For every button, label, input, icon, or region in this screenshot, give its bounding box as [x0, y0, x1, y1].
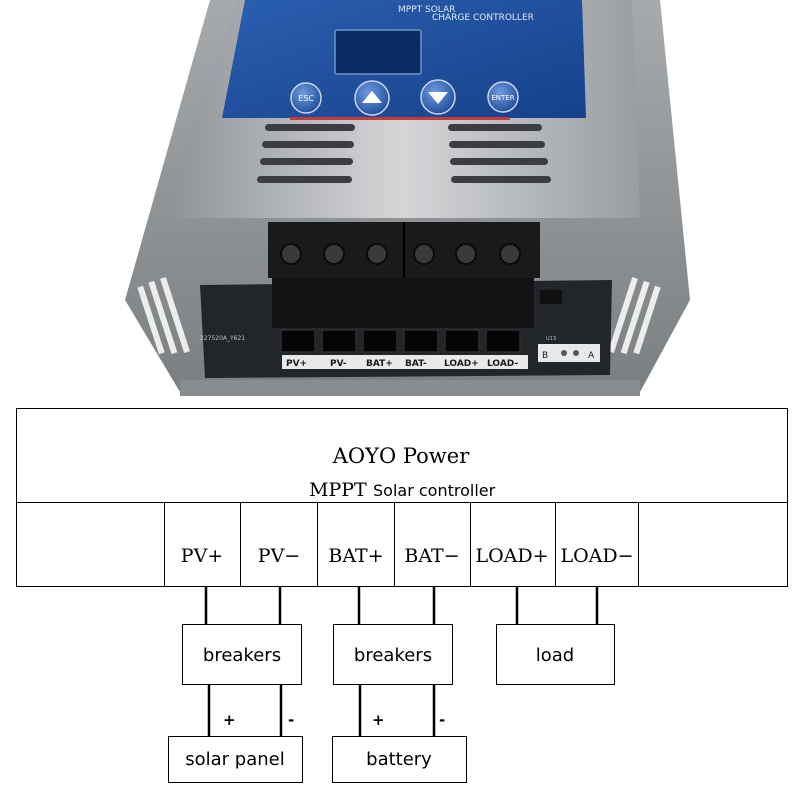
- terminal-load-minus: LOAD−: [560, 545, 633, 567]
- battery-minus-sign: -: [439, 711, 445, 729]
- lcd-screen: [334, 29, 422, 75]
- up-button[interactable]: [354, 80, 390, 116]
- side-fins-right: [608, 276, 661, 355]
- port-label-strip: [538, 344, 600, 362]
- terminal-label-strip: [282, 355, 528, 369]
- side-fins-left: [137, 276, 190, 355]
- battery-breaker-label: breakers: [354, 645, 432, 666]
- terminal-label-load-minus: LOAD-: [487, 359, 518, 369]
- product-title-mppt: MPPT: [309, 479, 367, 501]
- esc-button[interactable]: ESC: [290, 82, 322, 114]
- chassis-bottom-lip: [180, 380, 640, 396]
- panel-title-line1: MPPT SOLAR: [398, 5, 455, 15]
- terminal-label-pv-minus: PV-: [330, 359, 347, 369]
- terminal-bat-minus: BAT−: [404, 545, 459, 567]
- esc-button-label: ESC: [298, 94, 314, 103]
- enter-button[interactable]: ENTER: [487, 81, 519, 113]
- pcb-mark: U13: [546, 336, 556, 342]
- load-label: load: [536, 645, 574, 666]
- battery-plus-sign: +: [372, 711, 385, 729]
- down-button[interactable]: [420, 79, 456, 115]
- terminal-row: [16, 502, 788, 587]
- load-box: [496, 624, 615, 685]
- port-label-a: A: [588, 351, 595, 361]
- battery-box: [332, 736, 467, 783]
- solar-minus-sign: -: [288, 711, 294, 729]
- terminal-label-load-plus: LOAD+: [444, 359, 479, 369]
- panel-title-line2: CHARGE CONTROLLER: [432, 13, 534, 23]
- solar-panel-label: solar panel: [185, 749, 284, 770]
- down-arrow-icon: [428, 92, 448, 104]
- vent-slots-left: [257, 124, 355, 183]
- product-title-controller: Solar controller: [373, 481, 496, 500]
- pv-breaker-label: breakers: [203, 645, 281, 666]
- terminal-load-plus: LOAD+: [475, 545, 548, 567]
- terminal-wires: [204, 587, 599, 624]
- terminal-label-bat-plus: BAT+: [366, 359, 393, 369]
- terminal-pv-minus: PV−: [258, 545, 300, 567]
- terminal-label-pv-plus: PV+: [286, 359, 307, 369]
- solar-plus-sign: +: [223, 711, 236, 729]
- pv-breaker-box: [182, 624, 302, 685]
- brand-title: AOYO Power: [332, 444, 470, 468]
- charge-controller-illustration: MPPT SOLAR CHARGE CONTROLLER ESC ENTER: [125, 0, 690, 396]
- terminal-bat-plus: BAT+: [328, 545, 383, 567]
- enter-button-label: ENTER: [491, 94, 514, 102]
- breaker-wires: [207, 685, 436, 736]
- pcb-component: [540, 290, 562, 304]
- port-pin: [573, 350, 579, 356]
- solar-panel-box: [168, 736, 303, 783]
- battery-breaker-box: [333, 624, 453, 685]
- pcb-code: 227520A_Y621: [200, 335, 245, 342]
- terminal-label-bat-minus: BAT-: [405, 359, 427, 369]
- terminal-pv-plus: PV+: [181, 545, 223, 567]
- terminal-block-front: [272, 278, 534, 328]
- terminal-sockets: [280, 329, 521, 353]
- battery-label: battery: [366, 749, 432, 770]
- terminal-screws: [280, 243, 521, 265]
- port-pin: [561, 350, 567, 356]
- panel-stripe: [290, 117, 510, 120]
- port-label-b: B: [542, 351, 548, 361]
- up-arrow-icon: [362, 91, 382, 103]
- vent-slots-right: [448, 124, 551, 183]
